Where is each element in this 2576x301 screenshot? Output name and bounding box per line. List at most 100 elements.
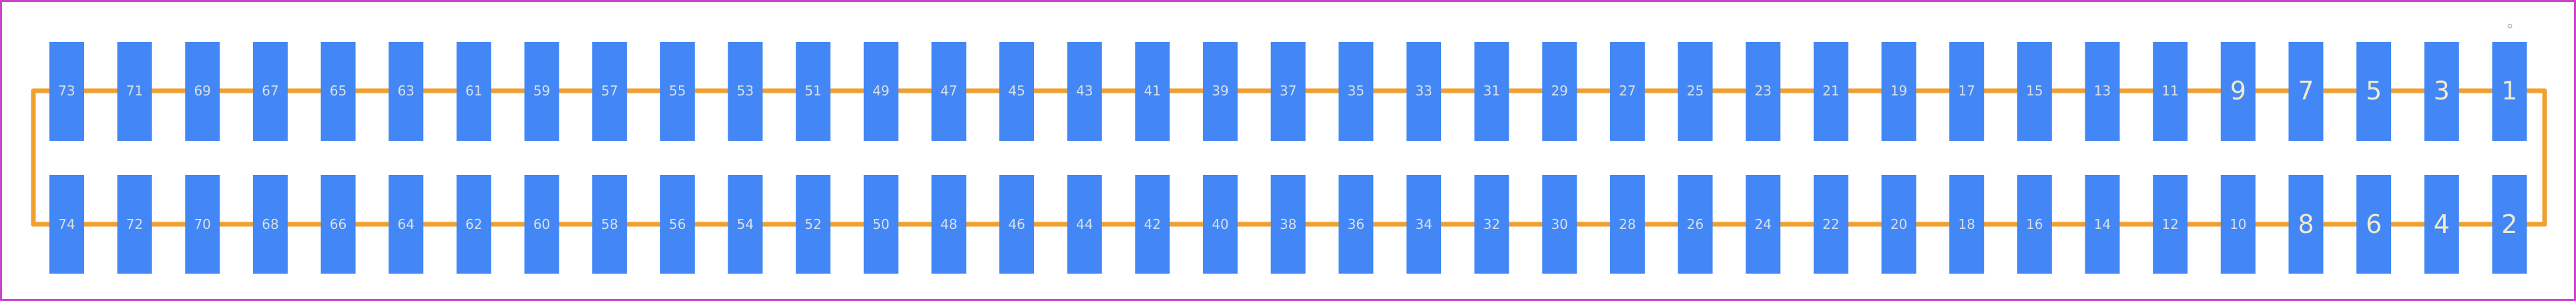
pad-2: 2: [2492, 175, 2527, 274]
pad-rect: [1949, 175, 1985, 274]
pad-rect: [1678, 42, 1713, 141]
pad-40: 40: [1203, 175, 1238, 274]
pad-9: 9: [2220, 42, 2256, 141]
pad-rect: [1746, 175, 1781, 274]
pad-rect: [524, 42, 559, 141]
pad-number-label: 25: [1687, 83, 1704, 99]
pad-rect: [185, 175, 220, 274]
pad-rect: [456, 42, 491, 141]
pad-number-label: 45: [1008, 83, 1025, 99]
pad-rect: [1338, 175, 1374, 274]
pad-number-label: 6: [2366, 210, 2382, 239]
pad-rect: [863, 175, 898, 274]
pad-28: 28: [1609, 175, 1645, 274]
pad-rect: [2220, 42, 2256, 141]
pad-number-label: 3: [2434, 76, 2450, 105]
pad-rect: [1949, 42, 1985, 141]
pad-61: 61: [456, 42, 491, 141]
pad-number-label: 43: [1076, 83, 1093, 99]
pad-rect: [2017, 42, 2052, 141]
pad-rect: [117, 175, 152, 274]
pad-rect: [1609, 42, 1645, 141]
pad-number-label: 38: [1280, 216, 1296, 232]
pad-14: 14: [2085, 175, 2120, 274]
pad-number-label: 7: [2298, 76, 2314, 105]
pad-number-label: 16: [2026, 216, 2043, 232]
pad-44: 44: [1067, 175, 1102, 274]
pad-rect: [1881, 42, 1916, 141]
pad-number-label: 30: [1551, 216, 1568, 232]
pad-59: 59: [524, 42, 559, 141]
pad-number-label: 62: [465, 216, 482, 232]
pad-number-label: 35: [1348, 83, 1364, 99]
pad-number-label: 26: [1687, 216, 1704, 232]
pad-number-label: 53: [737, 83, 754, 99]
pad-47: 47: [931, 42, 967, 141]
pad-38: 38: [1270, 175, 1306, 274]
pad-rect: [2220, 175, 2256, 274]
pad-rect: [931, 175, 967, 274]
pad-rect: [456, 175, 491, 274]
pad-67: 67: [252, 42, 288, 141]
pad-rect: [1270, 42, 1306, 141]
pad-number-label: 20: [1890, 216, 1907, 232]
pad-50: 50: [863, 175, 898, 274]
pad-number-label: 46: [1008, 216, 1025, 232]
pad-31: 31: [1474, 42, 1509, 141]
pad-number-label: 2: [2501, 210, 2517, 239]
pad-46: 46: [999, 175, 1035, 274]
pad-rect: [1135, 175, 1170, 274]
pad-number-label: 9: [2230, 76, 2246, 105]
pad-number-label: 15: [2026, 83, 2043, 99]
pad-number-label: 71: [126, 83, 143, 99]
pad-18: 18: [1949, 175, 1985, 274]
pad-57: 57: [592, 42, 627, 141]
pad-rect: [1813, 175, 1848, 274]
pad-20: 20: [1881, 175, 1916, 274]
pad-rect: [931, 42, 967, 141]
pad-23: 23: [1746, 42, 1781, 141]
pad-rect: [2017, 175, 2052, 274]
pad-54: 54: [728, 175, 763, 274]
pad-rect: [1474, 175, 1509, 274]
pad-26: 26: [1678, 175, 1713, 274]
pad-rect: [1813, 42, 1848, 141]
pad-21: 21: [1813, 42, 1848, 141]
pad-number-label: 29: [1551, 83, 1568, 99]
pad-11: 11: [2153, 42, 2188, 141]
pad-55: 55: [660, 42, 695, 141]
pad-71: 71: [117, 42, 152, 141]
pad-rect: [252, 175, 288, 274]
pad-17: 17: [1949, 42, 1985, 141]
pad-number-label: 61: [465, 83, 482, 99]
pad-35: 35: [1338, 42, 1374, 141]
pad-rect: [592, 175, 627, 274]
pad-number-label: 63: [398, 83, 415, 99]
pad-52: 52: [796, 175, 831, 274]
pad-49: 49: [863, 42, 898, 141]
pad-rect: [1542, 42, 1577, 141]
pad-rect: [524, 175, 559, 274]
pad-rect: [185, 42, 220, 141]
pad-rect: [1609, 175, 1645, 274]
pad-rect: [2492, 42, 2527, 141]
pad-number-label: 17: [1958, 83, 1975, 99]
pad-number-label: 40: [1212, 216, 1228, 232]
pad-rect: [1338, 42, 1374, 141]
pad-74: 74: [49, 175, 84, 274]
pad-number-label: 22: [1822, 216, 1839, 232]
pad-rect: [2356, 42, 2392, 141]
pad-rect: [389, 42, 424, 141]
pad-73: 73: [49, 42, 84, 141]
pad-number-label: 28: [1619, 216, 1635, 232]
pad-1: 1: [2492, 42, 2527, 141]
pad-number-label: 44: [1076, 216, 1093, 232]
pad-10: 10: [2220, 175, 2256, 274]
pad-66: 66: [320, 175, 356, 274]
pad-rect: [2153, 175, 2188, 274]
pad-number-label: 4: [2434, 210, 2450, 239]
pad-rect: [49, 42, 84, 141]
pad-51: 51: [796, 42, 831, 141]
